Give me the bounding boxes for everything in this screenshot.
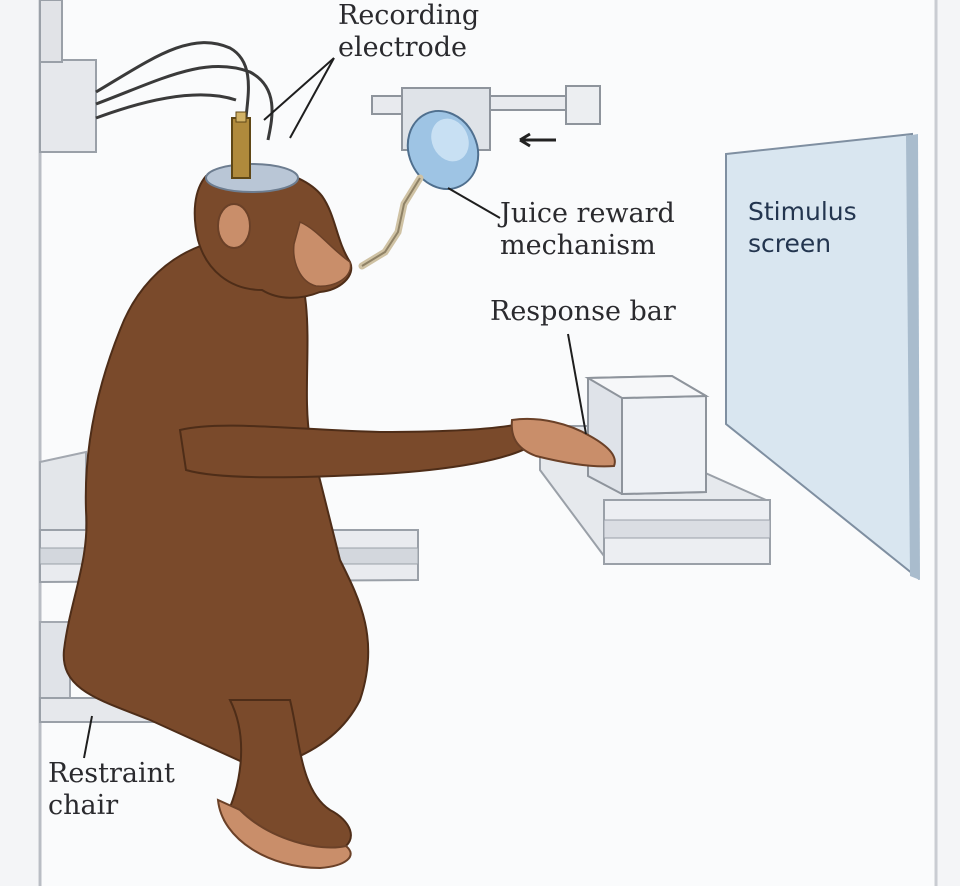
label-line: chair [48,790,119,821]
monkey-ear [217,203,251,249]
label-line: Stimulus [748,197,857,226]
label-line: mechanism [500,230,656,261]
label-line: Recording [338,0,480,31]
monkey-hand [510,417,616,468]
amplifier-box [39,0,97,153]
label-stimulus-screen: Stimulus screen [748,196,857,260]
monkey [62,111,616,870]
juice-reward-apparatus [358,85,601,270]
label-restraint-chair: Restraint chair [48,758,175,822]
stimulus-screen [725,132,920,581]
label-juice-reward-mechanism: Juice reward mechanism [500,198,675,262]
label-response-bar: Response bar [490,296,676,328]
head-cap [205,163,299,193]
leader-lines [83,57,587,759]
label-line: electrode [338,32,467,63]
label-line: Response bar [490,296,676,327]
label-recording-electrode: Recording electrode [338,0,479,64]
electrode-icon [231,117,251,179]
label-line: screen [748,229,832,258]
label-line: Juice reward [500,198,675,229]
monkey-foot [216,798,352,870]
monkey-face [292,220,352,287]
label-line: Restraint [48,758,175,789]
electrode-cables [95,41,274,141]
